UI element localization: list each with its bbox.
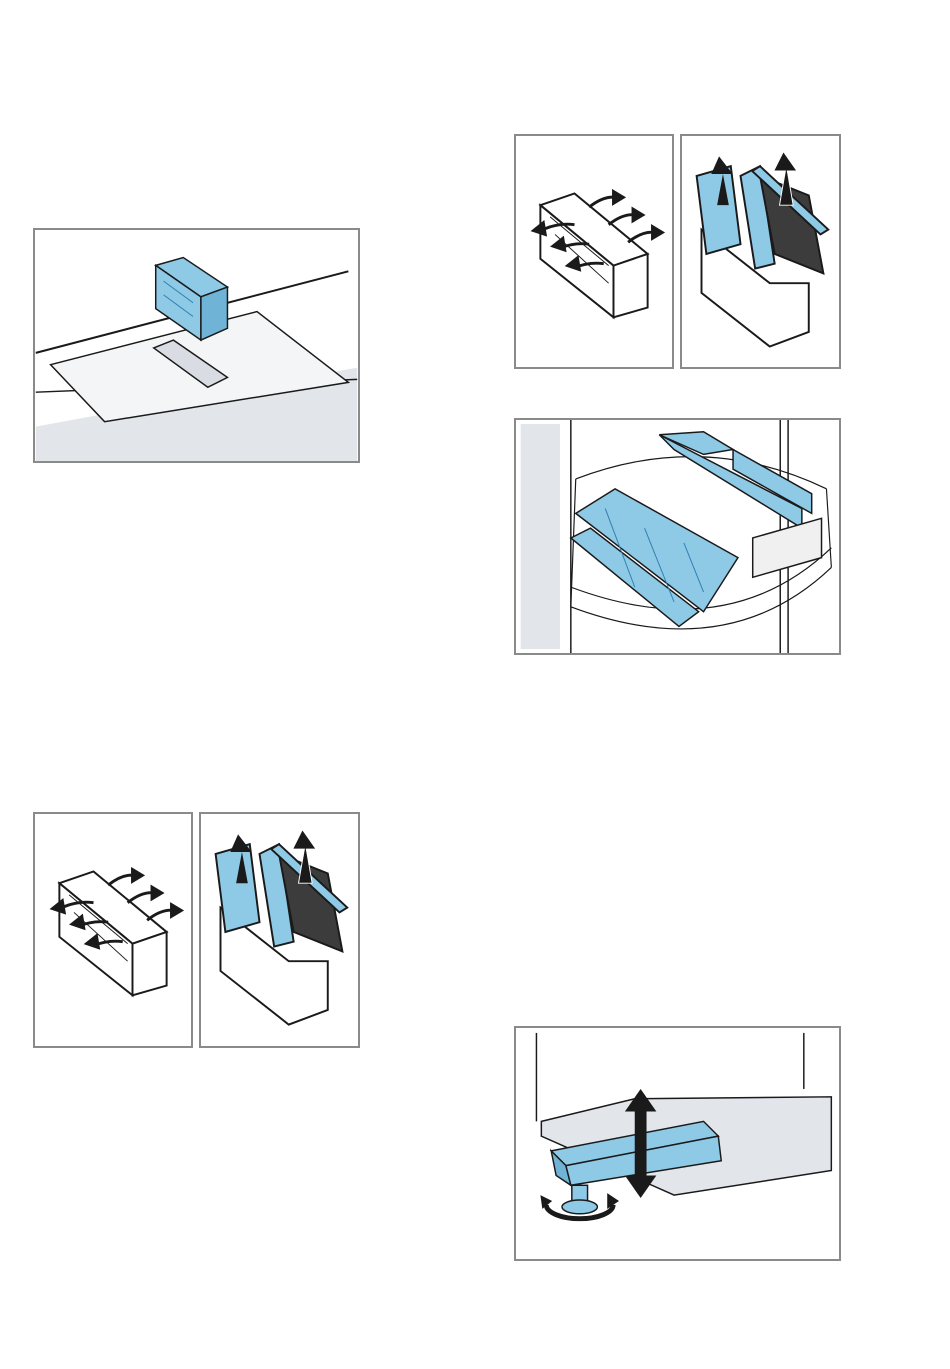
filter-removal-illustration (201, 814, 358, 1046)
filter-unlock-illustration (516, 136, 672, 367)
filter-removal-illustration (682, 136, 839, 367)
figure-filter-open-arrows-top (514, 134, 674, 369)
figure-dishwasher-rack (514, 418, 841, 655)
filter-insert-illustration (35, 230, 358, 461)
figure-height-adjust-foot (514, 1026, 841, 1261)
filters-in-dishwasher-illustration (516, 420, 839, 653)
figure-filter-lift-top (680, 134, 841, 369)
adjustable-foot-illustration (516, 1028, 839, 1259)
filter-unlock-illustration (35, 814, 191, 1046)
figure-filter-on-rail (33, 228, 360, 463)
figure-filter-open-arrows-bottom (33, 812, 193, 1048)
figure-filter-lift-bottom (199, 812, 360, 1048)
